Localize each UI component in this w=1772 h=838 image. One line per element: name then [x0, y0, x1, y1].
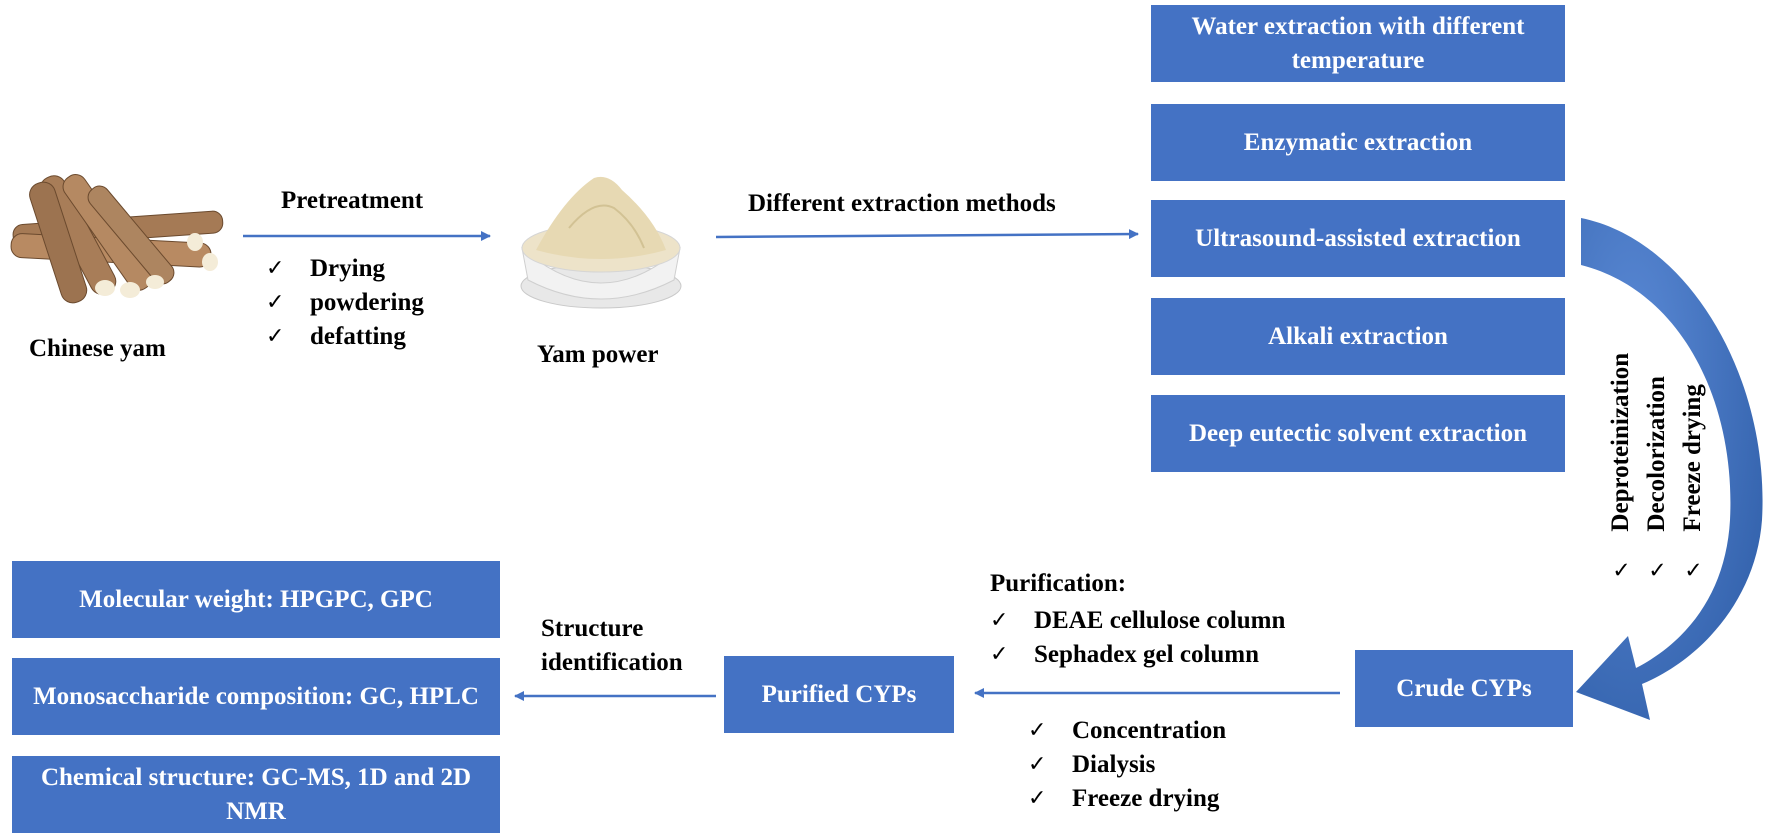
box-alkali-extraction: Alkali extraction	[1151, 298, 1565, 375]
list-item: ✓Freeze drying	[1028, 782, 1226, 816]
check-icon: ✓	[1028, 752, 1047, 777]
check-icon: ✓	[990, 608, 1009, 633]
box-water-extraction: Water extraction with different temperat…	[1151, 5, 1565, 82]
edge-label-structure: Structure identification	[541, 615, 683, 676]
curved-arrow	[1576, 218, 1763, 720]
check-icon: ✓	[266, 324, 285, 349]
check-icon: ✓	[1028, 786, 1047, 811]
purification-checklist: ✓DEAE cellulose column ✓Sephadex gel col…	[990, 604, 1285, 672]
list-item: ✓powdering	[266, 286, 424, 320]
arrow-extraction	[715, 229, 1139, 240]
check-icon: ✓	[266, 290, 285, 315]
post-extraction-step-2: ✓Decolorization	[1643, 376, 1670, 584]
box-crude-cyps: Crude CYPs	[1355, 650, 1573, 727]
pretreatment-checklist: ✓Drying ✓powdering ✓defatting	[266, 252, 424, 354]
box-chemical-structure: Chemical structure: GC-MS, 1D and 2D NMR	[12, 756, 500, 833]
box-molecular-weight: Molecular weight: HPGPC, GPC	[12, 561, 500, 638]
yam-roots-image	[10, 174, 224, 304]
post-extraction-step-3: ✓Freeze drying	[1679, 384, 1706, 584]
list-item: ✓Concentration	[1028, 714, 1226, 748]
edge-label-purification: Purification:	[990, 570, 1127, 597]
pre-purification-checklist: ✓Concentration ✓Dialysis ✓Freeze drying	[1028, 714, 1226, 816]
edge-label-pretreatment: Pretreatment	[281, 187, 424, 214]
box-monosaccharide: Monosaccharide composition: GC, HPLC	[12, 658, 500, 735]
post-extraction-step-1: ✓Deproteinization	[1607, 352, 1634, 584]
list-item: ✓Dialysis	[1028, 748, 1226, 782]
check-icon: ✓	[1684, 558, 1703, 584]
yam-powder-bowl-image	[520, 176, 682, 309]
list-item: ✓defatting	[266, 320, 424, 354]
node-chinese-yam: Chinese yam	[29, 335, 166, 362]
check-icon: ✓	[266, 256, 285, 281]
edge-label-extraction-methods: Different extraction methods	[748, 190, 1056, 217]
check-icon: ✓	[1028, 718, 1047, 743]
check-icon: ✓	[1612, 558, 1631, 584]
check-icon: ✓	[1648, 558, 1667, 584]
box-des-extraction: Deep eutectic solvent extraction	[1151, 395, 1565, 472]
box-purified-cyps: Purified CYPs	[724, 656, 954, 733]
box-enzymatic-extraction: Enzymatic extraction	[1151, 104, 1565, 181]
list-item: ✓Drying	[266, 252, 424, 286]
node-yam-power: Yam power	[537, 341, 659, 368]
list-item: ✓Sephadex gel column	[990, 638, 1285, 672]
list-item: ✓DEAE cellulose column	[990, 604, 1285, 638]
box-ultrasound-extraction: Ultrasound-assisted extraction	[1151, 200, 1565, 277]
check-icon: ✓	[990, 642, 1009, 667]
